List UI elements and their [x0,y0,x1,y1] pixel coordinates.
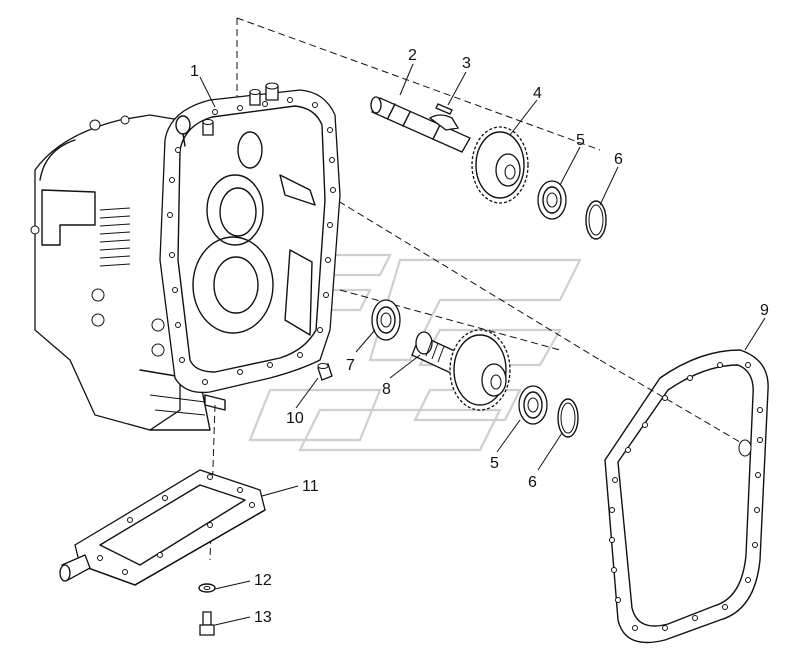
callout-8: 8 [382,381,391,398]
cooling-fins [99,207,131,267]
callout-11: 11 [302,478,319,495]
snap-ring-upper [585,200,607,240]
callout-4: 4 [533,85,542,102]
callout-1: 1 [190,63,199,80]
dowel-pin [317,363,333,381]
washer [198,583,216,593]
gasket [604,349,769,644]
callout-2: 2 [408,47,417,64]
bearing-lower [518,385,548,425]
callout-labels: 1 2 3 4 5 6 7 8 9 10 5 6 11 12 13 [190,47,769,626]
callout-6-lower: 6 [528,474,537,491]
callout-3: 3 [462,55,471,72]
callout-5-upper: 5 [576,132,585,149]
snap-ring-lower [557,398,579,438]
callout-12: 12 [254,572,272,589]
callout-9: 9 [760,302,769,319]
lifting-eye [175,115,191,147]
flange-bolt-holes [167,97,336,385]
callout-10: 10 [286,410,304,427]
cover-plate [59,469,266,586]
leader-lines [199,63,766,626]
key [435,103,453,115]
callout-6-upper: 6 [614,151,623,168]
bolt [199,611,215,636]
callout-5-lower: 5 [490,455,499,472]
gear-upper [471,126,529,204]
bearing-7 [371,299,401,341]
bearing-upper [537,180,567,220]
shaft [370,96,471,153]
cover-holes [97,474,255,575]
callout-7: 7 [346,357,355,374]
gasket-holes [609,362,763,631]
transmission-housing [30,82,341,431]
callout-13: 13 [254,609,272,626]
studs [202,82,279,136]
gear-lower [449,329,511,411]
